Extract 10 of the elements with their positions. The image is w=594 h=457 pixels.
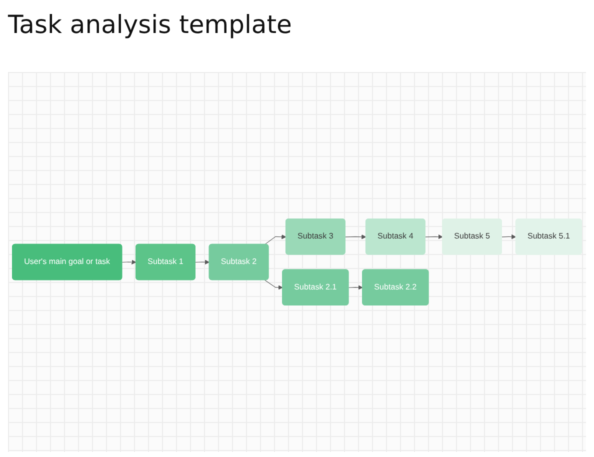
arrow [502,234,516,240]
arrow [122,260,136,264]
arrow [264,234,286,245]
arrow [348,285,363,290]
arrow [425,234,443,240]
arrow [264,280,283,290]
title: Task analysis template [8,10,292,39]
arrow [195,260,210,264]
arrow [345,234,366,240]
grid-background: User's main goal or task Subtask 1 Subtask 2 Subtask 3 Subtask 4 Subtask 5 Subtask 2.1 Subtask 5.1 Subtask 2.2 [8,72,586,452]
